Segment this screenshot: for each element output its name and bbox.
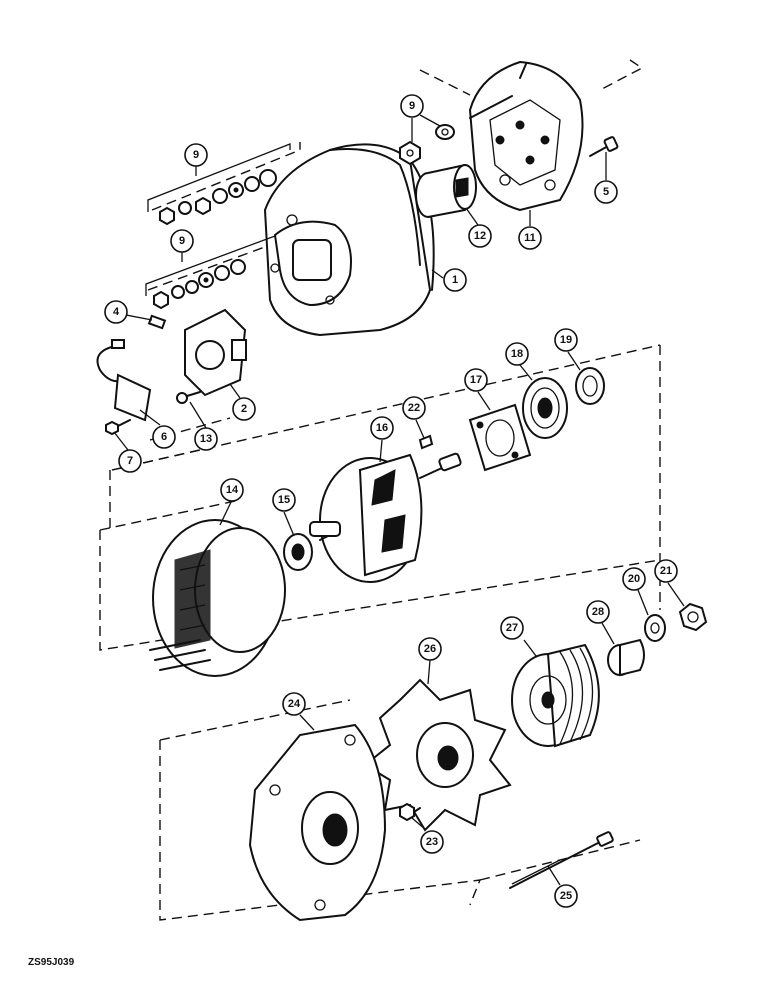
callout-25: 25: [554, 884, 578, 908]
callout-6: 6: [152, 425, 176, 449]
callout-5: 5: [594, 180, 618, 204]
svg-text:21: 21: [660, 565, 672, 577]
screw-part-7: [105, 419, 131, 436]
callout-1: 1: [443, 268, 467, 292]
callout-24: 24: [282, 692, 306, 716]
callout-20: 20: [622, 567, 646, 591]
fan-part-26: [363, 678, 512, 832]
svg-text:18: 18: [511, 348, 523, 360]
nut-part-9-top: [399, 124, 455, 166]
svg-text:23: 23: [426, 836, 438, 848]
svg-text:17: 17: [470, 374, 482, 386]
svg-text:11: 11: [524, 232, 536, 244]
callout-7: 7: [118, 449, 142, 473]
svg-text:1: 1: [452, 274, 458, 286]
brush-part-4: [147, 314, 167, 330]
svg-text:27: 27: [506, 622, 518, 634]
figure-id-label: ZS95J039: [28, 957, 75, 968]
pulley-part-27: [511, 643, 600, 748]
bolt-part-25: [509, 831, 614, 889]
svg-text:14: 14: [226, 484, 239, 496]
svg-text:5: 5: [603, 186, 609, 198]
bolt-part-5: [589, 136, 619, 157]
callout-17: 17: [464, 368, 488, 392]
stator-part-14: [149, 519, 286, 677]
washer-part-20: [644, 614, 666, 642]
svg-text:6: 6: [161, 431, 167, 443]
screw-part-23: [399, 802, 421, 822]
regulator-part-2: [184, 308, 247, 397]
callout-4: 4: [104, 300, 128, 324]
svg-text:22: 22: [408, 402, 420, 414]
callout-27: 27: [500, 616, 524, 640]
callout-23: 23: [420, 830, 444, 854]
callout-9-lower: 9: [170, 229, 194, 253]
plate-part-17: [468, 403, 532, 472]
bearing-part-18: [522, 377, 568, 439]
spacer-part-28: [607, 638, 645, 677]
washer-set-part-9-upper: [159, 169, 277, 226]
housing-rear-part-24: [248, 723, 387, 922]
svg-text:16: 16: [376, 422, 388, 434]
callout-18: 18: [505, 342, 529, 366]
callout-12: 12: [468, 224, 492, 248]
svg-text:9: 9: [409, 100, 415, 112]
callout-26: 26: [418, 637, 442, 661]
leader-lines: [113, 114, 685, 886]
callout-21: 21: [654, 559, 678, 583]
svg-text:2: 2: [241, 403, 247, 415]
callout-16: 16: [370, 416, 394, 440]
washer-set-part-9-lower: [153, 259, 246, 310]
callout-2: 2: [232, 397, 256, 421]
callout-11: 11: [518, 226, 542, 250]
svg-text:13: 13: [200, 433, 212, 445]
svg-text:20: 20: [628, 573, 640, 585]
svg-text:4: 4: [113, 306, 120, 318]
svg-text:15: 15: [278, 494, 290, 506]
callout-13: 13: [194, 427, 218, 451]
svg-text:26: 26: [424, 643, 436, 655]
key-part-22: [418, 434, 434, 450]
svg-text:28: 28: [592, 606, 604, 618]
screw-part-13: [176, 391, 201, 404]
svg-text:19: 19: [560, 334, 572, 346]
rectifier-part-11: [468, 60, 584, 212]
callout-22: 22: [402, 396, 426, 420]
housing-front-part-1: [263, 143, 435, 337]
callout-14: 14: [220, 478, 244, 502]
connector-part-6: [96, 339, 152, 422]
callout-28: 28: [586, 600, 610, 624]
callout-15: 15: [272, 488, 296, 512]
svg-text:9: 9: [179, 235, 185, 247]
svg-text:25: 25: [560, 890, 572, 902]
svg-text:9: 9: [193, 149, 199, 161]
rotor-part-16: [309, 452, 462, 583]
callout-19: 19: [554, 328, 578, 352]
svg-text:12: 12: [474, 230, 486, 242]
callout-9-top: 9: [400, 94, 424, 118]
callout-9-upper: 9: [184, 143, 208, 167]
svg-text:7: 7: [127, 455, 133, 467]
sleeve-part-12: [415, 163, 477, 218]
svg-text:24: 24: [288, 698, 301, 710]
callouts: 9 9 9 1 5 11 12 4 2 6 7 13 14 15 16 22 1…: [104, 94, 678, 908]
seal-part-19: [575, 367, 605, 405]
bearing-part-15: [283, 533, 313, 571]
nut-part-21: [678, 602, 708, 632]
